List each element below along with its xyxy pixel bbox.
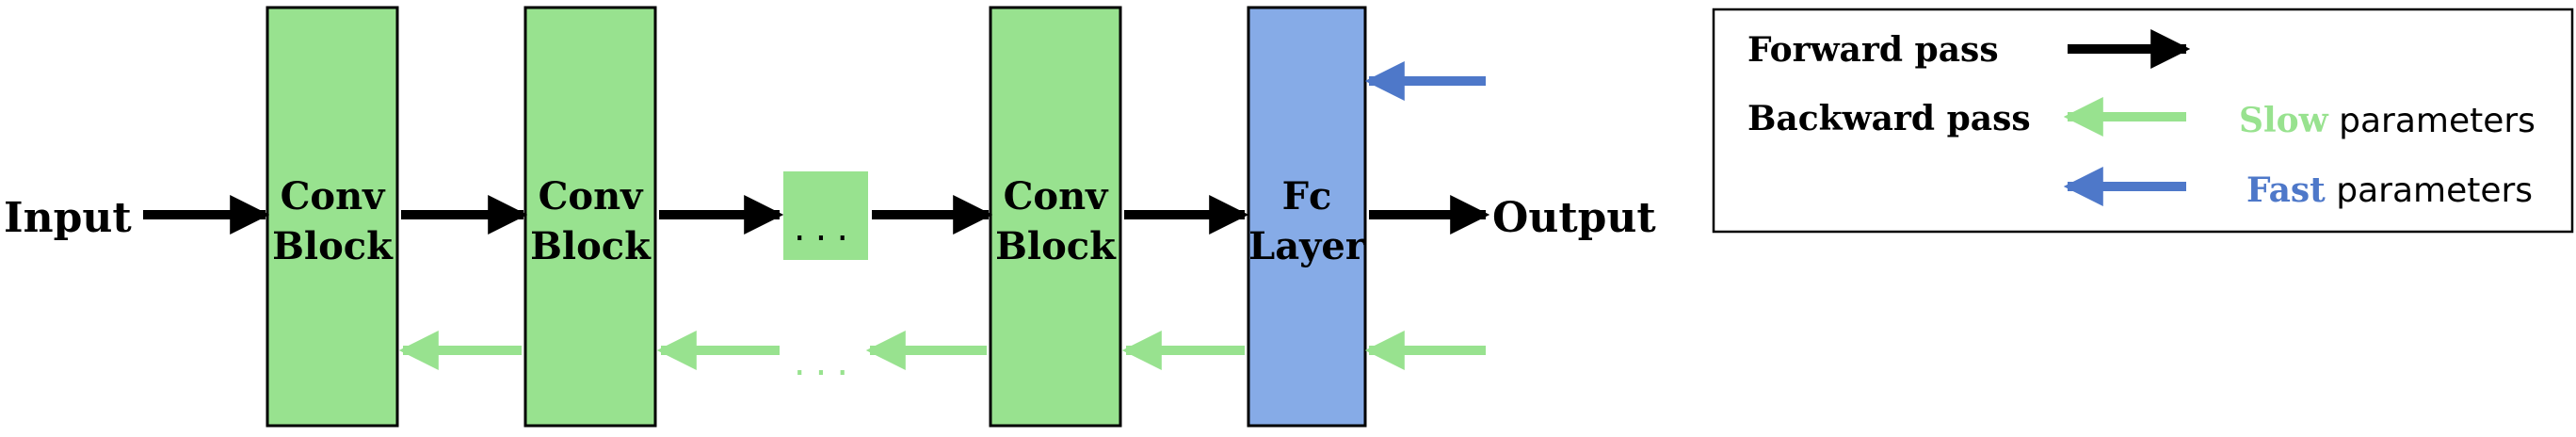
- ellipsis-box: [783, 171, 868, 260]
- conv-block-2-label-line1: Conv: [539, 174, 645, 218]
- legend-backward-label: Backward pass: [1747, 99, 2031, 138]
- conv-block-3-label-line2: Block: [995, 224, 1117, 268]
- conv-block-1-label-line1: Conv: [281, 174, 387, 218]
- legend-slow-text: Slow parameters: [2239, 101, 2536, 140]
- legend-slow-keyword: Slow: [2239, 101, 2329, 140]
- legend-fast-keyword: Fast: [2246, 170, 2326, 210]
- conv-block-2-box: [523, 6, 657, 428]
- conv-block-3-label-line1: Conv: [1004, 174, 1110, 218]
- conv-block-3: Conv Block: [989, 6, 1122, 428]
- fc-layer: Fc Layer: [1247, 6, 1367, 428]
- legend: Forward pass Backward pass Slow paramete…: [1712, 8, 2574, 234]
- legend-fast-rest: parameters: [2326, 171, 2533, 210]
- ellipsis-text: ...: [794, 206, 858, 250]
- conv-block-2: Conv Block: [523, 6, 657, 428]
- legend-fast-text: Fast parameters: [2246, 170, 2533, 210]
- legend-forward-label: Forward pass: [1747, 30, 1999, 70]
- backward-ellipsis: ...: [794, 341, 858, 384]
- conv-block-1-box: [266, 6, 399, 428]
- fc-layer-label-line2: Layer: [1248, 224, 1366, 268]
- backward-arrows: ...: [398, 61, 1486, 384]
- conv-block-1-label-line2: Block: [272, 224, 394, 268]
- conv-block-1: Conv Block: [266, 6, 399, 428]
- conv-block-2-label-line2: Block: [530, 224, 652, 268]
- fc-layer-box: [1247, 6, 1367, 428]
- ellipsis-block: ...: [783, 171, 868, 260]
- output-label: Output: [1492, 194, 1656, 242]
- fc-layer-label-line1: Fc: [1282, 174, 1332, 218]
- legend-slow-rest: parameters: [2328, 102, 2536, 140]
- conv-block-3-box: [989, 6, 1122, 428]
- input-label: Input: [4, 194, 132, 242]
